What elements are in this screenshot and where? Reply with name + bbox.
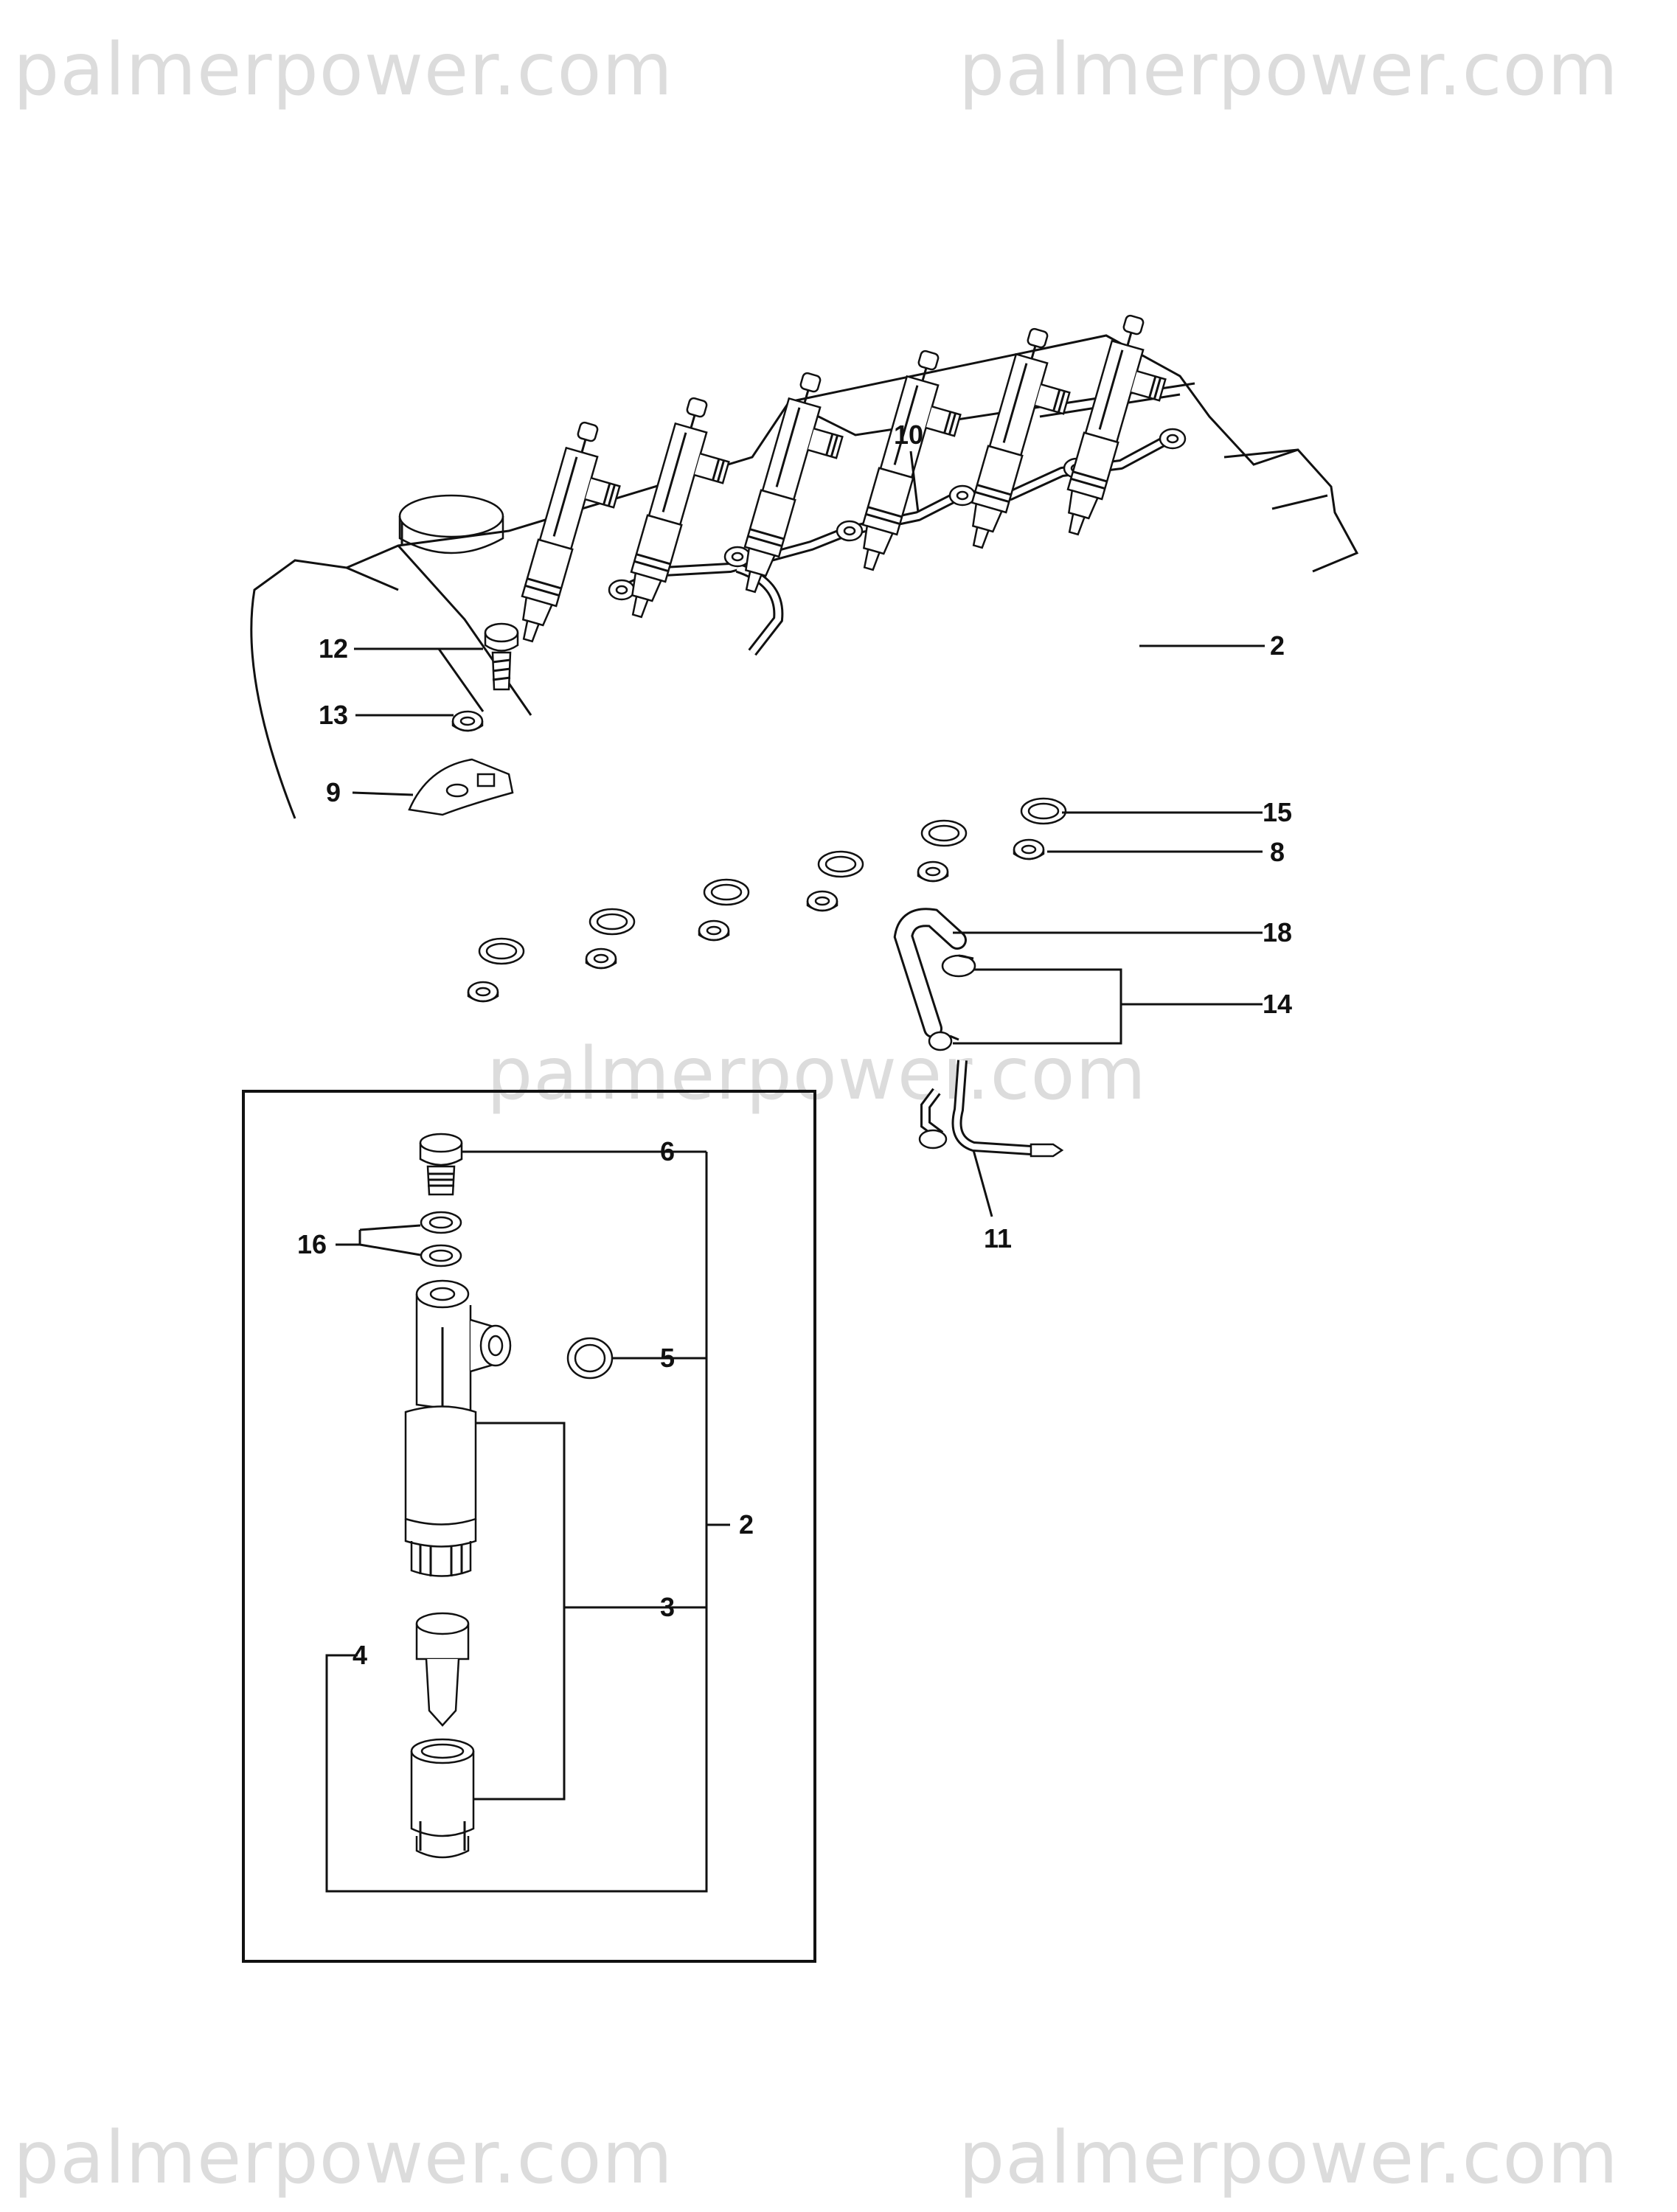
callout-2-detail: 2 [739, 1509, 754, 1540]
injector-clamp-icon [408, 758, 514, 816]
watermark-top-right: palmerpower.com [959, 28, 1619, 112]
watermark-bottom-right: palmerpower.com [959, 2116, 1619, 2200]
detail-frame [242, 1090, 816, 1963]
callout-8: 8 [1270, 837, 1285, 867]
injector-washers-icon [467, 797, 1067, 1003]
clamp-bolt-icon [484, 622, 519, 691]
washer-icon [451, 710, 484, 732]
callout-16: 16 [297, 1229, 327, 1259]
callout-3: 3 [660, 1592, 676, 1622]
watermark-top-left: palmerpower.com [13, 28, 673, 112]
injector-exploded-view-icon [404, 1133, 614, 1859]
fuel-injector-icon [510, 310, 1181, 654]
callout-6: 6 [660, 1136, 676, 1166]
callout-9: 9 [326, 777, 341, 807]
callout-5: 5 [660, 1343, 676, 1373]
callout-15: 15 [1263, 797, 1293, 827]
leak-off-pipe-icon [893, 908, 1064, 1158]
callout-12: 12 [319, 633, 349, 664]
callout-11: 11 [984, 1223, 1013, 1253]
watermark-bottom-left: palmerpower.com [13, 2116, 673, 2200]
callout-13: 13 [319, 700, 349, 730]
callout-10: 10 [894, 420, 924, 450]
callout-leader-lines [325, 451, 1265, 1893]
callout-18: 18 [1263, 917, 1293, 947]
callout-14: 14 [1263, 989, 1293, 1019]
callout-2-main: 2 [1270, 630, 1285, 661]
callout-4: 4 [353, 1640, 368, 1670]
